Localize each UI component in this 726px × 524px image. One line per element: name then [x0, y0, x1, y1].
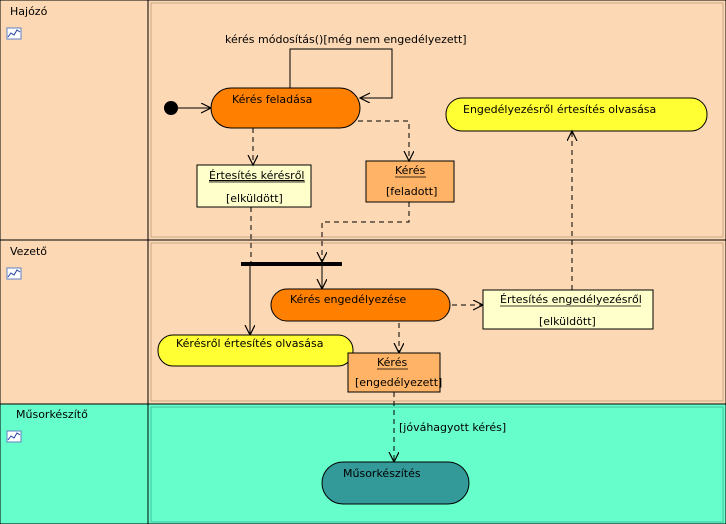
- object-keres-engedelyezett-state: [engedélyezett]: [355, 376, 442, 389]
- object-keres-feladott-name: Kérés: [395, 164, 425, 177]
- object-keres-feladott-state: [feladott]: [386, 185, 437, 198]
- lane-hajozo-chart-icon[interactable]: [6, 27, 22, 40]
- fork-flows[interactable]: [250, 266, 322, 335]
- object-flows-lane1[interactable]: [251, 120, 572, 290]
- lane-musorkeszito-chart-icon[interactable]: [6, 430, 22, 443]
- initial-node[interactable]: [164, 101, 178, 115]
- object-keres-feladott[interactable]: Kérés [feladott]: [365, 160, 455, 203]
- self-loop-flow[interactable]: kérés módosítás()[még nem engedélyezett]: [225, 33, 467, 98]
- object-keres-engedelyezett[interactable]: Kérés [engedélyezett]: [347, 352, 442, 393]
- object-ertesites-engedelyezesrol[interactable]: Értesítés engedélyezésről [elküldött]: [482, 289, 654, 330]
- object-keres-engedelyezett-name: Kérés: [377, 356, 407, 369]
- fork-bar[interactable]: [241, 262, 342, 266]
- action-keres-engedelyezese[interactable]: Kérés engedélyezése: [270, 288, 451, 322]
- object-ertesites-engedelyezesrol-state: [elküldött]: [539, 315, 596, 328]
- lane-musorkeszito-label: Műsorkészítő: [16, 408, 88, 421]
- object-ertesites-keresrol-state: [elküldött]: [226, 192, 283, 205]
- action-engedelyezesrol-ertesites-olvasasa-label: Engedélyezésről értesítés olvasása: [463, 103, 656, 116]
- action-keresrol-ertesites-olvasasa[interactable]: Kérésről értesítés olvasása: [157, 334, 354, 367]
- action-musorkeszites[interactable]: Műsorkészítés: [321, 461, 470, 505]
- object-ertesites-keresrol-name: Értesítés kérésről: [209, 169, 304, 182]
- action-musorkeszites-label: Műsorkészítés: [343, 467, 421, 480]
- action-keres-feladasa[interactable]: Kérés feladása: [210, 87, 361, 129]
- object-ertesites-keresrol[interactable]: Értesítés kérésről [elküldött]: [196, 164, 312, 208]
- lane-vezeto-label: Vezető: [10, 245, 47, 258]
- object-ertesites-engedelyezesrol-name: Értesítés engedélyezésről: [500, 293, 642, 306]
- action-keresrol-ertesites-olvasasa-label: Kérésről értesítés olvasása: [176, 337, 323, 350]
- flow-approved-label: [jóváhagyott kérés]: [399, 421, 506, 434]
- action-keres-feladasa-label: Kérés feladása: [232, 93, 312, 106]
- flow-approved-request[interactable]: [jóváhagyott kérés]: [394, 392, 506, 462]
- lane-hajozo-label: Hajózó: [10, 5, 48, 18]
- self-loop-label: kérés módosítás()[még nem engedélyezett]: [225, 33, 467, 46]
- action-engedelyezesrol-ertesites-olvasasa[interactable]: Engedélyezésről értesítés olvasása: [445, 97, 708, 132]
- lane-vezeto-chart-icon[interactable]: [6, 267, 22, 280]
- action-keres-engedelyezese-label: Kérés engedélyezése: [290, 293, 407, 306]
